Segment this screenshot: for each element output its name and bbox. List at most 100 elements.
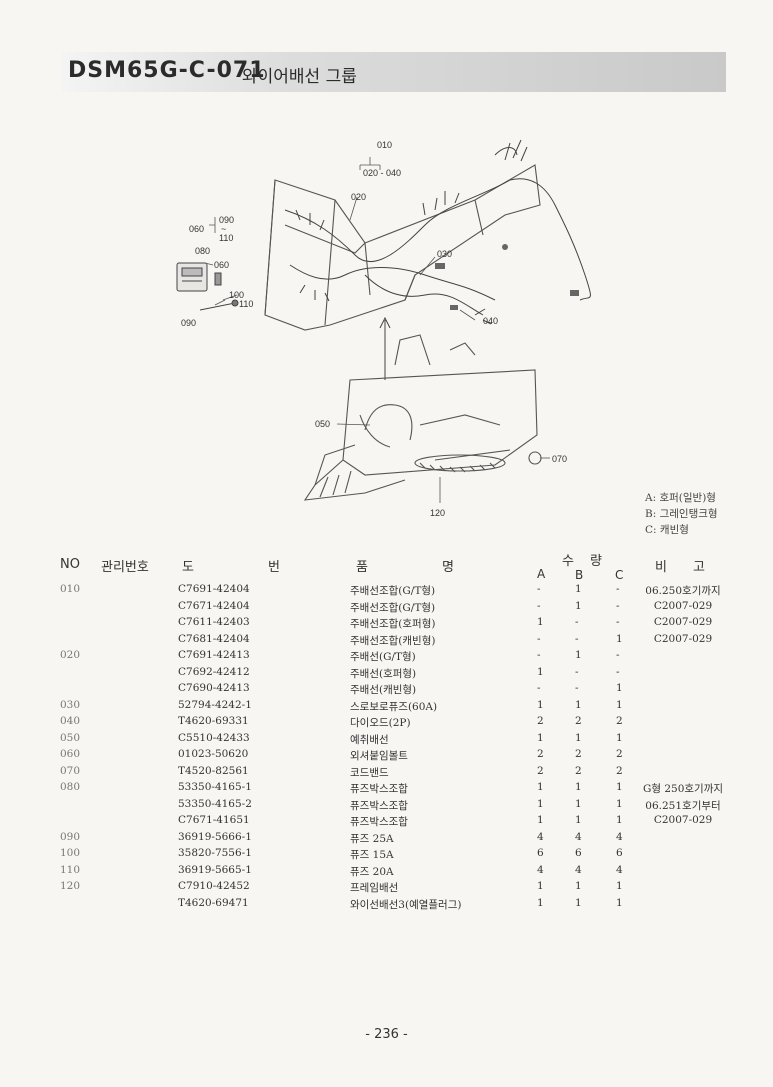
harness-wires bbox=[284, 139, 591, 325]
cell-part-no: 53350-4165-2 bbox=[178, 797, 252, 810]
table-row: 090 36919-5666-1 퓨즈 25A 4 4 4 bbox=[0, 831, 773, 848]
label-050: 050 bbox=[315, 419, 330, 429]
cell-qty-c: 2 bbox=[616, 715, 623, 727]
cell-qty-c: - bbox=[616, 649, 620, 661]
cell-qty-c: 1 bbox=[616, 731, 623, 744]
frame-outline bbox=[264, 164, 541, 331]
leader-lines bbox=[204, 157, 550, 503]
table-row: 53350-4165-2 퓨즈박스조합 1 1 1 06.251호기부터 bbox=[0, 798, 773, 815]
cell-part-no: C7681-42404 bbox=[178, 632, 250, 645]
header-qty-1: 수 bbox=[562, 554, 574, 569]
label-110a: 110 bbox=[219, 233, 233, 243]
cell-qty-b: 1 bbox=[575, 698, 582, 711]
table-row: C7692-42412 주배선(호퍼형) 1 - - bbox=[0, 666, 773, 683]
label-060b: 060 bbox=[214, 260, 229, 270]
cell-qty-a: 4 bbox=[537, 830, 544, 843]
cell-no: 040 bbox=[60, 715, 81, 727]
header-drawing-1: 도 bbox=[182, 560, 194, 575]
table-row: 040 T4620-69331 다이오드(2P) 2 2 2 bbox=[0, 715, 773, 732]
table-row: 100 35820-7556-1 퓨즈 15A 6 6 6 bbox=[0, 847, 773, 864]
cell-part-no: 35820-7556-1 bbox=[178, 847, 252, 859]
cell-part-no: C7611-42403 bbox=[178, 616, 250, 628]
cell-qty-c: 1 bbox=[616, 880, 623, 892]
cell-qty-b: 1 bbox=[575, 781, 582, 793]
cell-qty-a: 1 bbox=[537, 797, 544, 810]
label-060a: 060 bbox=[189, 224, 204, 234]
table-row: C7671-41651 퓨즈박스조합 1 1 1 C2007-029 bbox=[0, 814, 773, 831]
cell-qty-b: - bbox=[575, 665, 579, 678]
cell-qty-b: - bbox=[575, 616, 579, 628]
type-legend: A: 호퍼(일반)형 B: 그레인탱크형 C: 캐빈형 bbox=[645, 490, 718, 538]
cell-qty-b: - bbox=[575, 682, 579, 694]
cell-qty-b: 1 bbox=[575, 583, 582, 595]
cell-qty-a: 2 bbox=[537, 764, 544, 777]
cell-part-name: 퓨즈박스조합 bbox=[350, 816, 408, 828]
cell-qty-b: 2 bbox=[575, 764, 582, 777]
cell-remark: 06.251호기부터 bbox=[645, 799, 721, 812]
cell-remark: G형 250호기까지 bbox=[642, 783, 724, 795]
cell-qty-b: 1 bbox=[575, 880, 582, 892]
cell-no: 010 bbox=[60, 583, 81, 595]
group-name: 와이어배선 그룹 bbox=[242, 67, 357, 87]
cell-part-no: C5510-42433 bbox=[178, 731, 250, 744]
table-row: 070 T4520-82561 코드밴드 2 2 2 bbox=[0, 765, 773, 782]
cell-qty-a: - bbox=[537, 632, 541, 645]
legend-b: B: 그레인탱크형 bbox=[645, 508, 718, 520]
cell-part-name: 퓨즈박스조합 bbox=[350, 799, 408, 812]
label-090a: 090 bbox=[219, 215, 234, 225]
cell-part-no: C7690-42413 bbox=[178, 682, 250, 694]
table-row: C7681-42404 주배선조합(캐빈형) - - 1 C2007-029 bbox=[0, 633, 773, 650]
assembly-arrow bbox=[379, 316, 391, 380]
cell-qty-b: 1 bbox=[575, 797, 582, 810]
cell-qty-a: 2 bbox=[537, 748, 544, 760]
cell-part-name: 주배선조합(호퍼형) bbox=[350, 618, 436, 630]
cell-qty-b: 1 bbox=[575, 814, 582, 826]
cell-qty-a: 1 bbox=[537, 814, 544, 826]
wiring-diagram: 010 020 - 040 020 030 040 060 090 ~ 110 … bbox=[176, 139, 591, 518]
cell-part-name: 다이오드(2P) bbox=[350, 717, 411, 729]
cell-part-no: 01023-50620 bbox=[178, 748, 249, 760]
cell-qty-b: 2 bbox=[575, 715, 582, 727]
cell-part-no: 52794-4242-1 bbox=[178, 698, 252, 711]
cell-remark: C2007-029 bbox=[653, 814, 713, 826]
legend-a: A: 호퍼(일반)형 bbox=[645, 492, 716, 504]
cell-part-no: C7691-42404 bbox=[178, 583, 250, 595]
cell-part-name: 퓨즈 20A bbox=[350, 865, 394, 878]
parts-table: 010 C7691-42404 주배선조합(G/T형) - 1 - 06.250… bbox=[0, 583, 773, 913]
header-no: NO bbox=[60, 557, 80, 572]
legend-c: C: 캐빈형 bbox=[645, 524, 689, 536]
cell-part-name: 주배선(G/T형) bbox=[350, 651, 416, 663]
cell-qty-b: 4 bbox=[575, 863, 582, 876]
cell-remark: C2007-029 bbox=[653, 616, 713, 628]
cell-part-no: 53350-4165-1 bbox=[178, 781, 252, 793]
label-090b: 090 bbox=[181, 318, 196, 328]
cell-part-name: 외셔붙임볼트 bbox=[350, 750, 408, 762]
table-row: C7611-42403 주배선조합(호퍼형) 1 - - C2007-029 bbox=[0, 616, 773, 633]
cell-qty-a: 1 bbox=[537, 880, 544, 892]
cell-part-no: C7671-41651 bbox=[178, 814, 250, 826]
table-row: 060 01023-50620 외셔붙임볼트 2 2 2 bbox=[0, 748, 773, 765]
cell-qty-a: 1 bbox=[537, 781, 544, 793]
table-row: 030 52794-4242-1 스로보로퓨즈(60A) 1 1 1 bbox=[0, 699, 773, 716]
header-qty-2: 량 bbox=[590, 554, 602, 569]
cell-qty-c: 4 bbox=[616, 863, 623, 876]
cell-qty-c: 2 bbox=[616, 764, 623, 777]
table-row: T4620-69471 와이선배선3(예열플러그) 1 1 1 bbox=[0, 897, 773, 914]
cell-no: 080 bbox=[60, 781, 81, 793]
label-020-040: 020 - 040 bbox=[363, 168, 401, 178]
table-row: 120 C7910-42452 프레임배선 1 1 1 bbox=[0, 880, 773, 897]
cell-no: 020 bbox=[60, 649, 81, 661]
cell-part-no: C7692-42412 bbox=[178, 665, 250, 678]
label-080: 080 bbox=[195, 246, 210, 256]
header-drawing-2: 번 bbox=[268, 560, 280, 575]
cell-qty-a: 1 bbox=[537, 731, 544, 744]
cell-qty-a: 4 bbox=[537, 863, 544, 876]
label-010: 010 bbox=[377, 140, 392, 150]
cell-qty-c: 1 bbox=[616, 896, 623, 909]
cell-qty-a: 1 bbox=[537, 616, 544, 628]
header-remark-2: 고 bbox=[693, 560, 705, 575]
cell-part-name: 주배선(캐빈형) bbox=[350, 684, 417, 696]
cell-qty-c: - bbox=[616, 665, 620, 678]
header-mgmt-no: 관리번호 bbox=[101, 560, 149, 575]
cell-qty-b: 1 bbox=[575, 599, 582, 612]
